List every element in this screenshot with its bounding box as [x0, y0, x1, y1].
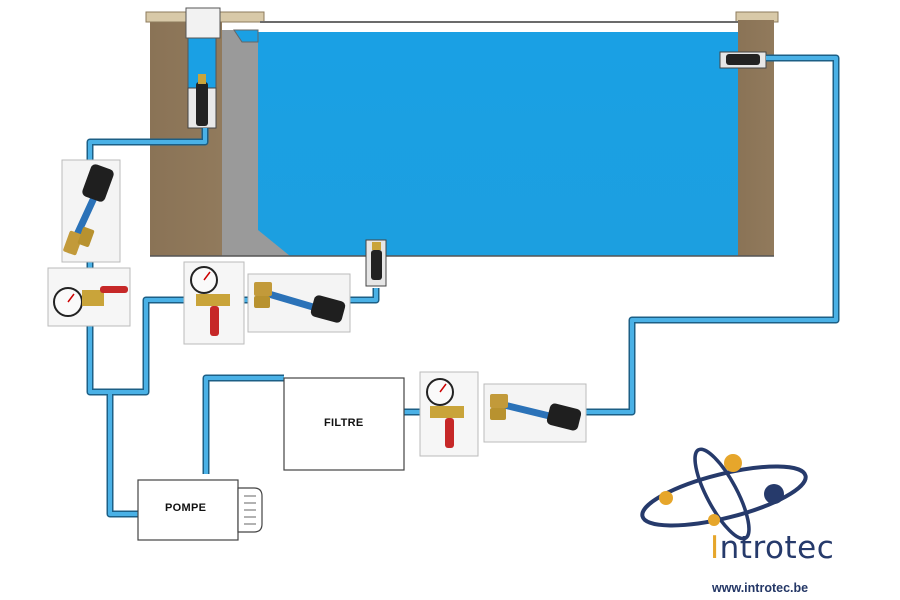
pump-label: POMPE	[165, 502, 207, 514]
skimmer-housing	[222, 30, 290, 256]
sensor-photo-middle	[247, 273, 351, 333]
brand-url[interactable]: www.introtec.be	[712, 581, 809, 595]
filter-label: FILTRE	[324, 417, 364, 429]
brand-name: Introtec	[710, 530, 834, 566]
sensor-probe-cap-icon	[198, 74, 206, 84]
valve-handle-icon	[100, 286, 128, 293]
gauge-valve-left	[47, 267, 131, 327]
floor-sensor-icon	[371, 250, 382, 280]
gauge-valve-middle	[183, 261, 245, 345]
valve-handle-icon	[445, 418, 454, 448]
sensor-photo-left	[61, 159, 121, 263]
floor-sensor-cap-icon	[372, 242, 381, 250]
sensor-photo-right	[483, 383, 587, 443]
filter-box	[283, 377, 405, 471]
pump-box	[137, 479, 239, 541]
atom-logo-icon	[640, 447, 808, 541]
gauge-valve-right	[419, 371, 479, 457]
return-sensor-icon	[726, 54, 760, 65]
pool-water	[258, 32, 740, 256]
skimmer-basket	[185, 7, 221, 39]
sensor-probe-icon	[196, 82, 208, 126]
pool	[145, 7, 779, 287]
skimmer-mouth	[233, 29, 259, 43]
brand-initial: I	[710, 530, 720, 566]
pipes	[86, 54, 840, 518]
pump	[137, 479, 263, 541]
brand-rest: ntrotec	[719, 530, 835, 566]
valve-handle-icon	[210, 306, 219, 336]
